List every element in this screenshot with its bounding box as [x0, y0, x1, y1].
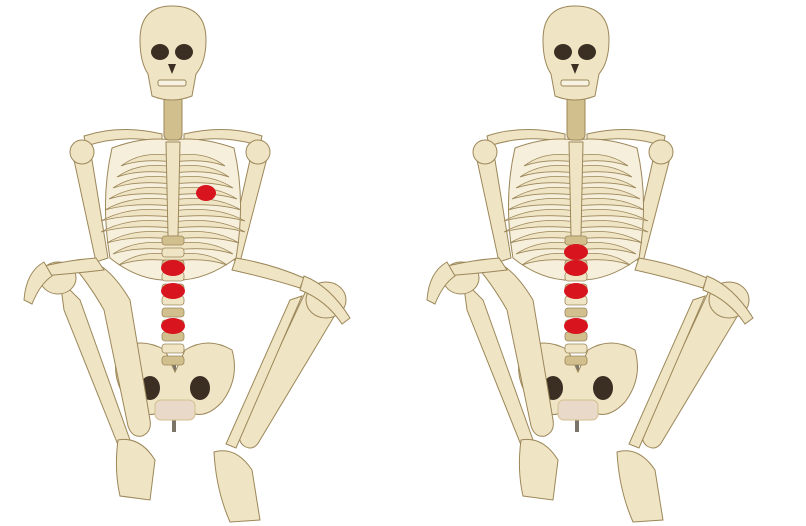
skeleton-bones	[427, 6, 753, 522]
spine-marker-3	[564, 318, 588, 334]
foot-left	[519, 439, 558, 500]
skeleton-figure	[0, 0, 403, 526]
spine-marker-1	[564, 260, 588, 276]
vertebra-10	[565, 344, 587, 353]
sternum	[166, 142, 180, 236]
stand-base	[558, 400, 598, 420]
highlight-markers	[564, 244, 588, 334]
skeleton-panel-right	[403, 0, 806, 526]
sternum	[569, 142, 583, 236]
spine-marker-2	[161, 283, 185, 299]
foot-left	[116, 439, 155, 500]
spine-marker-3	[161, 318, 185, 334]
vertebra-2	[162, 248, 184, 257]
spine	[162, 236, 184, 365]
pelvis-foramen-right	[190, 376, 210, 400]
vertebra-1	[565, 236, 587, 245]
eye-socket-left	[151, 44, 169, 60]
shoulder-right	[246, 140, 270, 164]
spine-marker-0	[564, 244, 588, 260]
skeleton-bones	[24, 6, 350, 522]
skeleton-figure	[403, 0, 806, 526]
forearm-right	[232, 258, 304, 288]
forearm-right	[635, 258, 707, 288]
shoulder-left	[70, 140, 94, 164]
shoulder-right	[649, 140, 673, 164]
vertebra-7	[162, 308, 184, 317]
spine-marker-2	[564, 283, 588, 299]
teeth	[158, 80, 186, 86]
skeleton-panel-left	[0, 0, 403, 526]
vertebra-11	[162, 356, 184, 365]
teeth	[561, 80, 589, 86]
vertebra-7	[565, 308, 587, 317]
vertebra-10	[162, 344, 184, 353]
cervical-spine	[164, 96, 182, 140]
chest-marker	[196, 185, 216, 201]
eye-socket-right	[175, 44, 193, 60]
eye-socket-left	[554, 44, 572, 60]
cervical-spine	[567, 96, 585, 140]
foot-right	[214, 451, 260, 522]
vertebra-1	[162, 236, 184, 245]
shoulder-left	[473, 140, 497, 164]
eye-socket-right	[578, 44, 596, 60]
foot-right	[617, 451, 663, 522]
vertebra-11	[565, 356, 587, 365]
stand-base	[155, 400, 195, 420]
pelvis-foramen-right	[593, 376, 613, 400]
spine-marker-1	[161, 260, 185, 276]
